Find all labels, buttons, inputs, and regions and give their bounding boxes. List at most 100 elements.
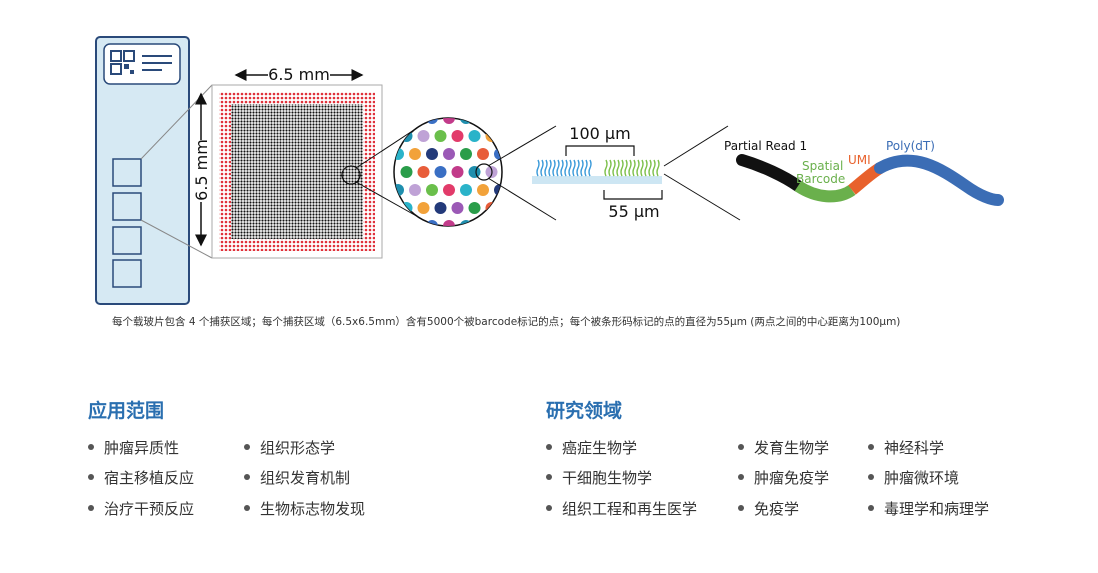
partial-read-label: Partial Read 1: [724, 139, 807, 153]
probe-strand: [612, 159, 616, 177]
probe-strand: [588, 159, 592, 177]
list-item: 癌症生物学: [546, 437, 637, 458]
probe-strand: [652, 159, 656, 177]
probe-strand: [556, 159, 560, 177]
probe-strand: [564, 159, 568, 177]
probe-strand: [636, 159, 640, 177]
list-item: 宿主移植反应: [88, 467, 194, 488]
list-item: 组织工程和再生医学: [546, 498, 697, 519]
capture-area-2: [112, 192, 142, 221]
barcode-spot: [443, 184, 455, 196]
capture-area-3: [112, 226, 142, 255]
diagram-caption: 每个载玻片包含 4 个捕获区域；每个捕获区域（6.5x6.5mm）含有5000个…: [112, 316, 901, 328]
probe-strand: [536, 159, 540, 177]
barcode-spot: [503, 166, 515, 178]
barcode-spot: [503, 202, 515, 214]
barcode-spot: [394, 118, 404, 124]
barcode-spot: [451, 130, 464, 142]
text-lines-icon: [142, 55, 172, 71]
capture-area-1: [112, 158, 142, 187]
dimension-horizontal-label: 6.5 mm: [268, 65, 330, 84]
probe-strand: [608, 159, 612, 177]
barcode-spot: [434, 130, 447, 142]
barcode-spot: [477, 220, 489, 226]
probe-strand: [656, 159, 660, 177]
barcode-spot: [409, 184, 421, 196]
barcode-spot: [417, 130, 430, 142]
probe-strand: [572, 159, 576, 177]
barcode-spot: [400, 166, 413, 178]
probe-strand: [568, 159, 572, 177]
capture-area-enlarged: [211, 84, 383, 259]
barcode-spot: [417, 166, 430, 178]
barcode-label: Barcode: [796, 172, 845, 186]
probe-strand: [552, 159, 556, 177]
barcode-spot: [451, 202, 464, 214]
probe-strand: [544, 159, 548, 177]
probe-strand: [628, 159, 632, 177]
probe-strand: [624, 159, 628, 177]
barcode-spot: [494, 148, 502, 160]
list-item: 发育生物学: [738, 437, 829, 458]
dimension-vertical-label: 6.5 mm: [192, 139, 211, 201]
barcode-spot: [485, 130, 498, 142]
umi-label: UMI: [848, 153, 871, 167]
barcode-spot: [394, 220, 404, 226]
probe-strand: [560, 159, 564, 177]
probe-strand: [632, 159, 636, 177]
capture-probe-molecule: Partial Read 1 Spatial Barcode UMI Poly(…: [724, 139, 1004, 206]
probe-strand: [616, 159, 620, 177]
spot-probes-side-view: 100 µm 55 µm: [532, 124, 663, 221]
list-item: 干细胞生物学: [546, 467, 652, 488]
barcode-spot: [409, 148, 421, 160]
barcode-spot: [409, 220, 421, 226]
capture-area-4: [112, 259, 142, 288]
barcode-spot: [468, 202, 481, 214]
barcode-spot: [426, 220, 438, 226]
barcode-spot: [417, 202, 430, 214]
probe-strand: [640, 159, 644, 177]
barcode-spot: [426, 118, 438, 124]
spatial-slide-diagram: 6.5 mm 6.5 mm 100 µm 55 µm Partial Read …: [95, 36, 1004, 305]
barcode-spot: [443, 148, 455, 160]
list-item: 肿瘤免疫学: [738, 467, 829, 488]
list-item: 组织发育机制: [244, 467, 350, 488]
qr-code-icon: [110, 50, 135, 75]
probe-strand: [648, 159, 652, 177]
barcode-spot: [468, 130, 481, 142]
glass-slide: [95, 36, 190, 305]
list-item: 毒理学和病理学: [868, 498, 989, 519]
barcode-spot: [503, 130, 515, 142]
probe-strand: [576, 159, 580, 177]
research-title: 研究领域: [546, 400, 623, 422]
list-item: 免疫学: [738, 498, 799, 519]
polydt-label: Poly(dT): [886, 139, 935, 153]
barcode-spot: [443, 220, 455, 226]
probe-strand: [580, 159, 584, 177]
probe-strand: [644, 159, 648, 177]
barcode-spot: [434, 166, 447, 178]
barcode-spot: [477, 118, 489, 124]
applications-section: 应用范围 肿瘤异质性 组织形态学 宿主移植反应 组织发育机制 治疗干预反应 生物…: [88, 396, 508, 518]
barcode-spot: [451, 166, 464, 178]
barcode-spot: [426, 184, 438, 196]
spot-pitch-label: 100 µm: [569, 124, 630, 143]
probe-strand: [584, 159, 588, 177]
barcode-spot: [477, 148, 489, 160]
barcode-spot: [468, 166, 481, 178]
list-item: 肿瘤异质性: [88, 437, 179, 458]
list-item: 生物标志物发现: [244, 498, 365, 519]
barcode-spot: [477, 184, 489, 196]
list-item: 神经科学: [868, 437, 944, 458]
probe-strand: [540, 159, 544, 177]
probe-strand: [548, 159, 552, 177]
magnified-spots: [393, 117, 515, 227]
barcode-spot: [460, 184, 472, 196]
barcode-spot: [434, 202, 447, 214]
probe-strand: [620, 159, 624, 177]
barcode-spot: [409, 118, 421, 124]
list-item: 治疗干预反应: [88, 498, 194, 519]
applications-title: 应用范围: [88, 400, 165, 422]
barcode-spot: [485, 202, 498, 214]
research-section: 研究领域 癌症生物学 发育生物学 神经科学 干细胞生物学 肿瘤免疫学 肿瘤微环境…: [546, 396, 1066, 518]
